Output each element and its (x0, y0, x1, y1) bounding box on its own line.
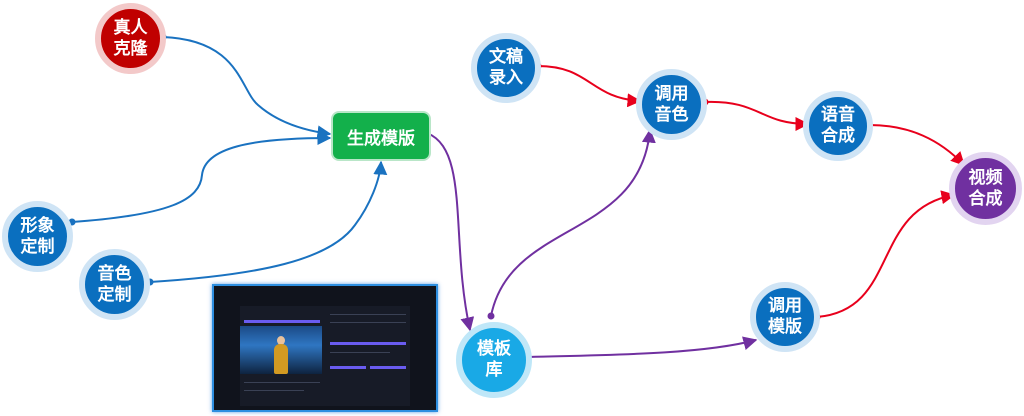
node-template-library: 模板 库 (456, 322, 532, 398)
thumbnail-bar (244, 320, 320, 323)
node-generate-template-label: 生成模版 (347, 128, 415, 149)
dot-library-out-up (487, 312, 495, 320)
thumbnail-line (244, 390, 304, 391)
node-real-clone-label: 真人 克隆 (113, 17, 148, 59)
thumbnail-line (330, 314, 406, 315)
node-script-input-label: 文稿 录入 (489, 47, 523, 88)
node-image-custom: 形象 定制 (2, 201, 73, 272)
edge-template-to-library (426, 132, 475, 332)
node-voice-custom: 音色 定制 (79, 249, 150, 320)
node-video-synthesis-label: 视频 合成 (968, 167, 1003, 209)
thumbnail-line (330, 322, 406, 323)
node-call-voice-label: 调用 音色 (654, 83, 689, 125)
app-screenshot-thumbnail (212, 284, 438, 412)
thumbnail-line (244, 382, 320, 383)
node-real-clone: 真人 克隆 (95, 3, 166, 74)
node-video-synthesis: 视频 合成 (949, 152, 1022, 225)
node-script-input: 文稿 录入 (471, 33, 541, 103)
thumbnail-bar (330, 342, 406, 345)
node-generate-template: 生成模版 (333, 113, 429, 159)
node-call-voice: 调用 音色 (636, 69, 707, 140)
edge-script-to-call-voice (537, 65, 642, 108)
thumbnail-presenter (274, 344, 288, 374)
edge-voice-to-template (149, 160, 388, 283)
node-call-template: 调用 模版 (750, 282, 820, 352)
thumbnail-bar (370, 366, 406, 369)
edge-library-to-call-voice (490, 128, 656, 317)
node-speech-synthesis-label: 语音 合成 (821, 105, 855, 146)
edge-call-voice-to-speech (704, 100, 810, 131)
edge-image-to-template (71, 131, 332, 223)
thumbnail-presenter-head (277, 336, 285, 345)
thumbnail-bar (330, 366, 366, 369)
node-template-library-label: 模板 库 (477, 339, 511, 380)
edge-call-template-to-video (816, 190, 956, 318)
edge-library-to-call-template (525, 336, 758, 358)
node-voice-custom-label: 音色 定制 (97, 263, 132, 305)
node-image-custom-label: 形象 定制 (20, 215, 55, 257)
node-speech-synthesis: 语音 合成 (803, 91, 873, 161)
edge-speech-to-video (868, 124, 965, 167)
thumbnail-right-panel (326, 306, 410, 406)
node-call-template-label: 调用 模版 (768, 296, 802, 337)
edge-clone-to-template (162, 36, 332, 140)
thumbnail-line (330, 352, 390, 353)
